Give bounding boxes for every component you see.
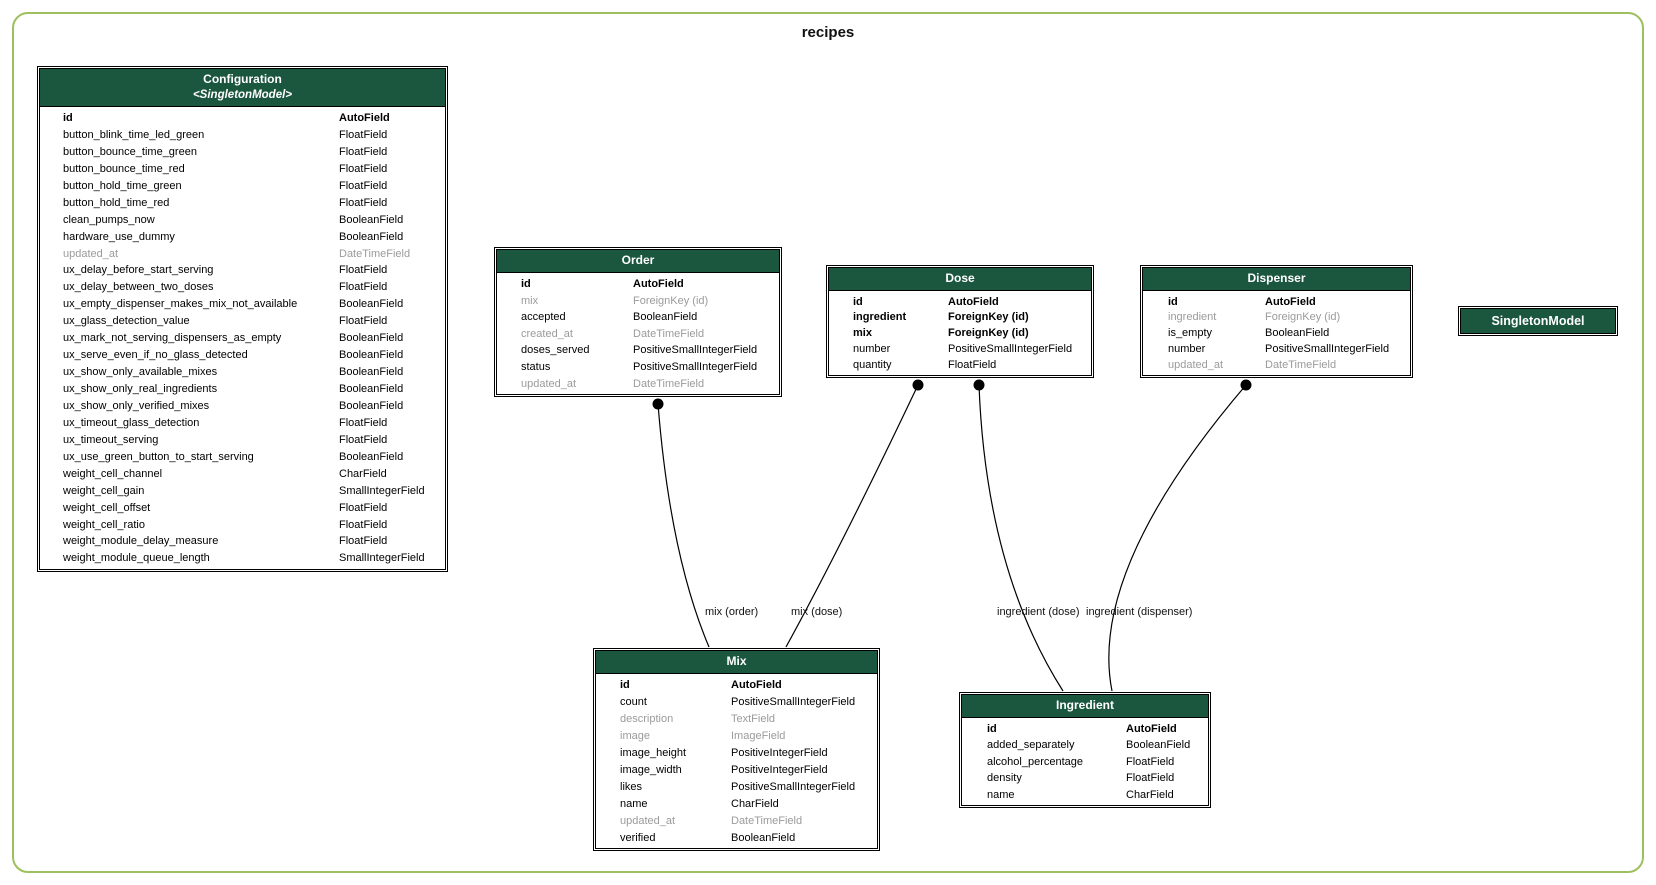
entity-title-order: Order: [497, 250, 779, 273]
edge-label-dispenser-ingredient: ingredient (dispenser): [1086, 606, 1193, 618]
fk-dot-dose-ingredient: [973, 379, 985, 391]
entity-title-ingredient: Ingredient: [962, 695, 1208, 718]
edge-label-dose-ingredient: ingredient (dose): [997, 606, 1080, 618]
entity-title-singletonmodel: SingletonModel: [1461, 309, 1615, 333]
edge-label-order-mix: mix (order): [705, 606, 759, 618]
edge-dose-ingredient: [978, 384, 1064, 692]
entity-singletonmodel: SingletonModel: [1458, 306, 1618, 336]
edge-label-dose-mix: mix (dose): [791, 606, 843, 618]
fk-dot-order-mix: [652, 398, 664, 410]
edge-dispenser-ingredient: [1108, 384, 1247, 692]
fk-dot-dispenser-ingredient: [1240, 379, 1252, 391]
diagram-title: recipes: [801, 24, 855, 41]
edge-order-mix: [657, 403, 710, 648]
entity-title-configuration: Configuration<SingletonModel>: [40, 69, 445, 107]
entity-title-mix: Mix: [596, 651, 877, 674]
field-row-configuration-ux_empty_dispenser_makes_mix_not_available: ux_empty_dispenser_makes_mix_not_availab…: [63, 298, 404, 311]
entity-title-dose: Dose: [829, 268, 1091, 291]
entity-title-dispenser: Dispenser: [1143, 268, 1410, 291]
fk-dot-dose-mix: [912, 379, 924, 391]
